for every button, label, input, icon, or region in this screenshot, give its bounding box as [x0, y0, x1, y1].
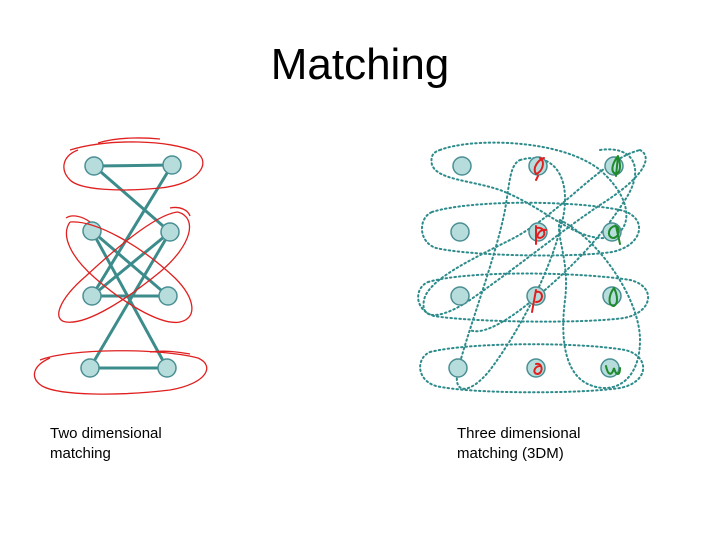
graph-node — [448, 358, 468, 378]
dotted-triples — [417, 141, 649, 394]
matched-pair-ellipse — [65, 215, 193, 324]
matched-pair-ellipse — [63, 137, 204, 191]
three-dimensional-caption: Three dimensional matching (3DM) — [457, 424, 657, 464]
graph-node — [452, 156, 472, 176]
two-dimensional-graph — [33, 137, 208, 395]
graph-node — [162, 155, 182, 175]
graph-edge — [90, 230, 172, 298]
graph-node — [84, 156, 104, 176]
bipartite-edges — [88, 163, 174, 370]
graph-edge — [88, 230, 172, 370]
matched-pair-ellipse — [33, 350, 208, 395]
green-scribble-mark — [608, 224, 621, 245]
tripartite-nodes — [448, 156, 624, 378]
caption-line: matching — [50, 445, 111, 462]
triple-loop — [455, 157, 566, 390]
graph-node — [160, 222, 180, 242]
red-scribble-mark — [531, 289, 543, 313]
green-scribble-mark — [611, 155, 621, 177]
green-scribble-mark — [608, 287, 618, 308]
triple-loop — [469, 148, 637, 333]
triple-loop — [558, 219, 642, 389]
caption-line: matching (3DM) — [457, 445, 564, 462]
red-scribble-mark — [533, 157, 545, 181]
two-dimensional-caption: Two dimensional matching — [50, 424, 250, 464]
red-matching-marks — [33, 137, 208, 395]
graph-edge — [92, 163, 174, 168]
triple-loop — [421, 201, 640, 257]
triple-loop — [419, 343, 645, 394]
caption-line: Three dimensional — [457, 425, 581, 442]
graph-node — [450, 222, 470, 242]
triple-loop — [417, 272, 649, 323]
graph-edge — [90, 163, 174, 298]
green-scribble-mark — [605, 365, 621, 375]
red-scribbles — [531, 157, 547, 376]
red-scribble-mark — [535, 225, 547, 245]
green-scribbles — [605, 155, 621, 375]
three-dimensional-graph — [417, 141, 649, 394]
slide-title: Matching — [270, 40, 450, 89]
triple-loop — [430, 141, 628, 240]
graph-node — [82, 286, 102, 306]
red-scribble-mark — [533, 362, 543, 376]
bipartite-nodes — [80, 155, 182, 378]
graph-node — [158, 286, 178, 306]
graph-node — [80, 358, 100, 378]
graph-edge — [92, 164, 172, 234]
matched-pair-ellipse — [58, 206, 191, 323]
graph-node — [450, 286, 470, 306]
caption-line: Two dimensional — [50, 425, 162, 442]
graph-node — [157, 358, 177, 378]
